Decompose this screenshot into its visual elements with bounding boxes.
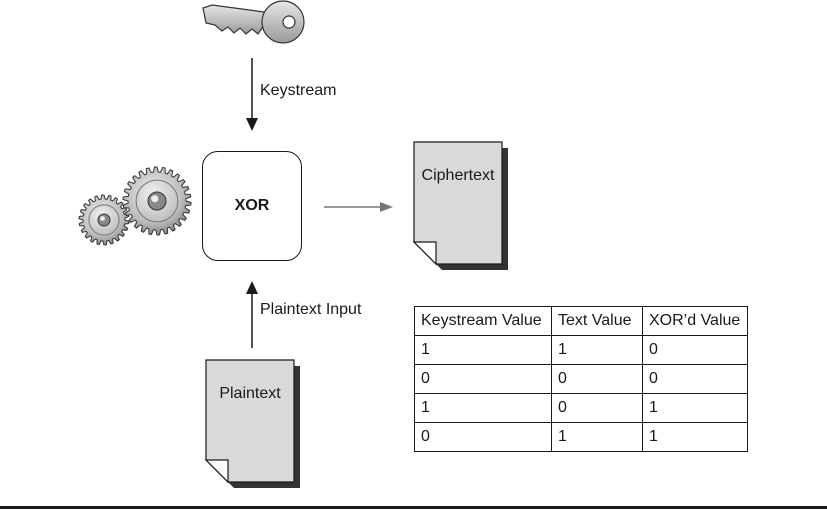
plaintext-input-arrow <box>246 281 258 348</box>
plaintext-label-wrap: Plaintext <box>206 385 294 403</box>
table-cell: 1 <box>551 335 643 365</box>
table-cell: 0 <box>414 364 552 394</box>
ciphertext-label-wrap: Ciphertext <box>414 167 502 185</box>
output-arrow <box>324 202 393 212</box>
xor-label: XOR <box>234 197 270 214</box>
table-header: XOR’d Value <box>642 306 748 336</box>
table-row: 1 0 1 <box>414 393 748 423</box>
gear-ring <box>88 204 120 236</box>
plaintext-input-label: Plaintext Input <box>260 301 362 318</box>
table-cell: 1 <box>551 422 643 452</box>
table-cell: 0 <box>551 393 643 423</box>
table-cell: 1 <box>414 393 552 423</box>
table-cell: 1 <box>642 422 748 452</box>
table-cell: 0 <box>642 364 748 394</box>
table-cell: 0 <box>551 364 643 394</box>
xor-box: XOR <box>202 151 302 261</box>
table-cell: 0 <box>642 335 748 365</box>
bottom-rule <box>0 506 827 509</box>
table-header: Keystream Value <box>414 306 552 336</box>
keystream-arrow <box>246 58 258 131</box>
table-cell: 1 <box>642 393 748 423</box>
table-row: 1 1 0 <box>414 335 748 365</box>
table-header: Text Value <box>551 306 643 336</box>
plaintext-document-icon <box>204 359 300 488</box>
gear-hub-highlight <box>100 216 105 221</box>
ciphertext-document-icon <box>412 141 508 270</box>
table-row: 0 1 1 <box>414 422 748 452</box>
key-icon <box>202 0 305 44</box>
table-cell: 0 <box>414 422 552 452</box>
table-header-row: Keystream Value Text Value XOR’d Value <box>414 306 748 336</box>
ciphertext-label: Ciphertext <box>421 167 495 184</box>
plaintext-label: Plaintext <box>219 385 281 402</box>
keystream-label: Keystream <box>260 82 337 99</box>
gear-hub-highlight <box>151 195 159 203</box>
gear-ring <box>135 179 179 223</box>
gears-icon <box>78 166 192 246</box>
xor-truth-table: Keystream Value Text Value XOR’d Value 1… <box>414 306 748 452</box>
table-row: 0 0 0 <box>414 364 748 394</box>
table-cell: 1 <box>414 335 552 365</box>
